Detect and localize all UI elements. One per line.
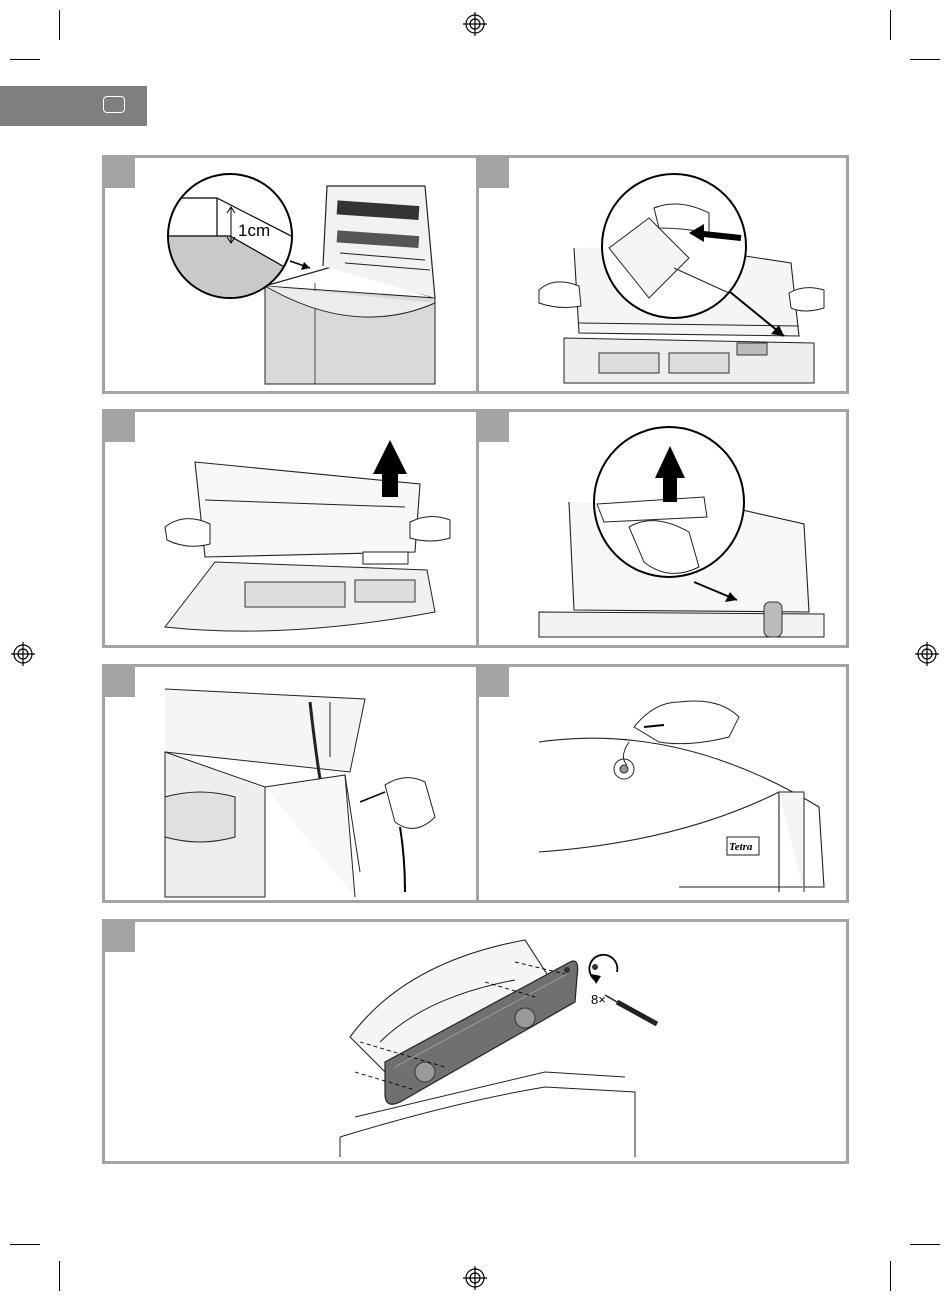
figure-panel-row4: 8×: [102, 919, 849, 1164]
screw-count-label: 8×: [591, 992, 606, 1007]
figure-4-illustration: [479, 412, 849, 648]
figure-1-illustration: 1cm: [105, 158, 476, 394]
figure-6-illustration: Tetra: [479, 667, 849, 903]
figure-2-illustration: [479, 158, 849, 394]
measure-label: 1cm: [238, 221, 270, 240]
figure-panel-row3: Tetra: [102, 664, 849, 903]
figure-panel-row1: 1cm: [102, 155, 849, 394]
figure-7-illustration: 8×: [105, 922, 849, 1164]
registration-mark-right: [915, 642, 939, 666]
figure-3-illustration: [105, 412, 476, 648]
registration-mark-top: [463, 12, 487, 36]
registration-mark-left: [11, 642, 35, 666]
figure-5-illustration: [105, 667, 476, 903]
brand-logo: Tetra: [729, 841, 753, 853]
language-box-icon: [103, 96, 125, 113]
figure-panel-row2: [102, 409, 849, 648]
registration-mark-bottom: [463, 1266, 487, 1290]
